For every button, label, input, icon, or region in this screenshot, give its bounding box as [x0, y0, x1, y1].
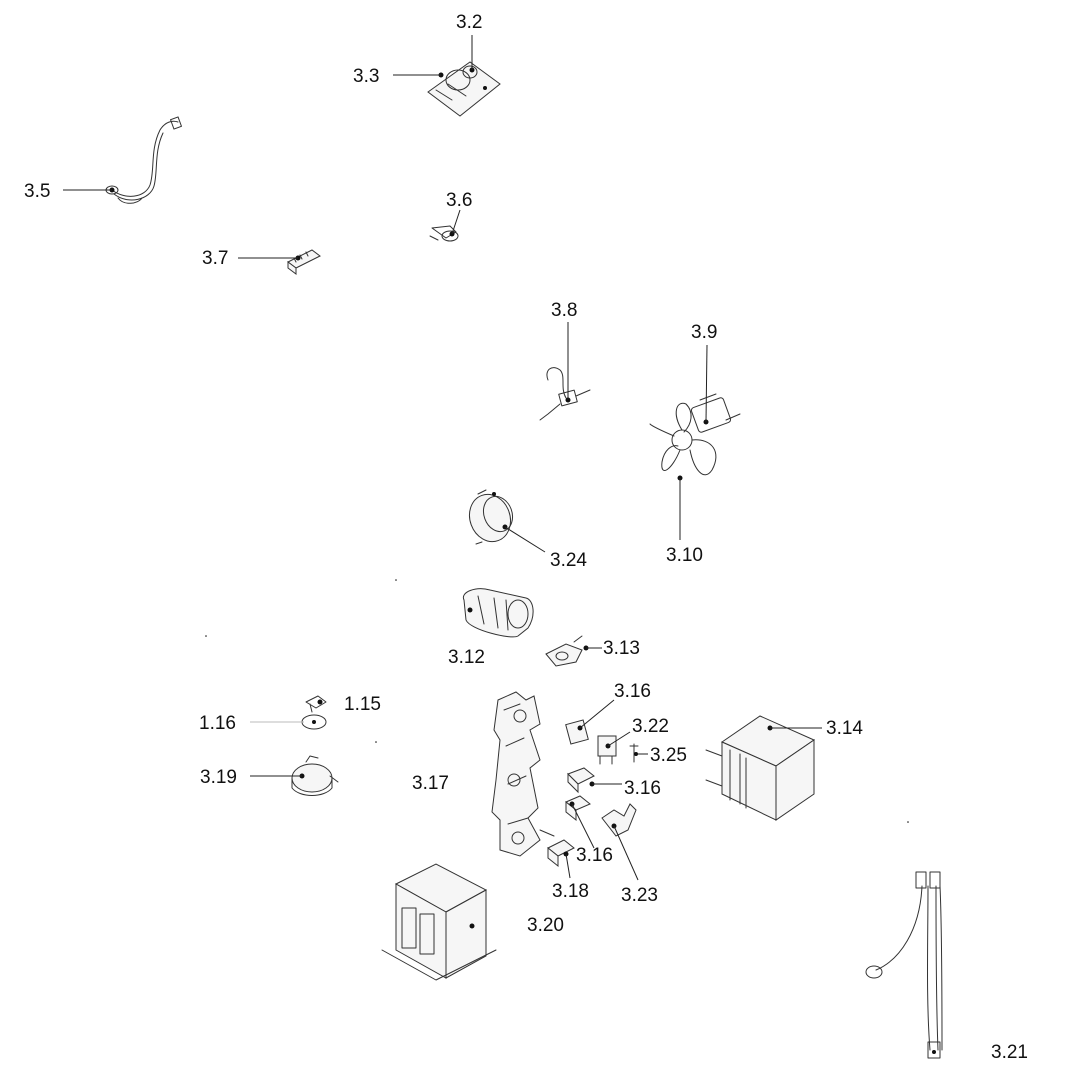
label-1-15: 1.15 [344, 694, 381, 715]
speck [395, 579, 397, 581]
label-3-9: 3.9 [691, 322, 717, 343]
label-3-8: 3.8 [551, 300, 577, 321]
part-3-8-thermostat [539, 367, 591, 421]
label-3-22: 3.22 [632, 716, 669, 737]
part-3-7-terminal-block [287, 249, 321, 275]
label-3-3: 3.3 [353, 66, 379, 87]
label-3-21: 3.21 [991, 1042, 1028, 1063]
label-3-2: 3.2 [456, 12, 482, 33]
part-3-19-motor [291, 755, 339, 796]
part-3-18-fuse-holder [547, 839, 575, 868]
label-3-5: 3.5 [24, 181, 50, 202]
label-3-13: 3.13 [603, 638, 640, 659]
part-3-25-screw [629, 743, 639, 763]
label-3-14: 3.14 [826, 718, 863, 739]
part-3-3-plate [427, 61, 501, 117]
speck [375, 741, 377, 743]
part-3-21-wire-harness [865, 871, 943, 1059]
label-1-16: 1.16 [199, 713, 236, 734]
label-3-16-b: 3.16 [624, 778, 661, 799]
label-3-23: 3.23 [621, 885, 658, 906]
part-3-5-cable [105, 116, 182, 204]
part-1-15 [305, 695, 327, 713]
part-3-10-fan-blade [649, 402, 717, 481]
speck [907, 821, 909, 823]
part-3-12-magnetron [462, 588, 534, 638]
part-3-24-turntable-motor [468, 489, 514, 545]
label-3-19: 3.19 [200, 767, 237, 788]
part-3-14-transformer [705, 715, 816, 821]
label-3-16-a: 3.16 [614, 681, 651, 702]
part-3-20-hv-transformer [381, 863, 497, 981]
speck [205, 635, 207, 637]
label-3-12: 3.12 [448, 647, 485, 668]
label-3-24: 3.24 [550, 550, 587, 571]
label-3-18: 3.18 [552, 881, 589, 902]
part-1-16-washer [301, 714, 327, 730]
label-3-6: 3.6 [446, 190, 472, 211]
part-3-22-switch [597, 735, 617, 765]
label-3-10: 3.10 [666, 545, 703, 566]
label-3-16-c: 3.16 [576, 845, 613, 866]
part-3-16-switch-b [567, 767, 595, 794]
part-3-13-bracket [545, 635, 589, 667]
part-3-23-bracket [601, 803, 637, 837]
label-3-20: 3.20 [527, 915, 564, 936]
label-3-25: 3.25 [650, 745, 687, 766]
part-3-17-switch-bracket [491, 691, 555, 857]
label-3-7: 3.7 [202, 248, 228, 269]
part-3-9-fan-motor [690, 393, 741, 433]
label-3-17: 3.17 [412, 773, 449, 794]
